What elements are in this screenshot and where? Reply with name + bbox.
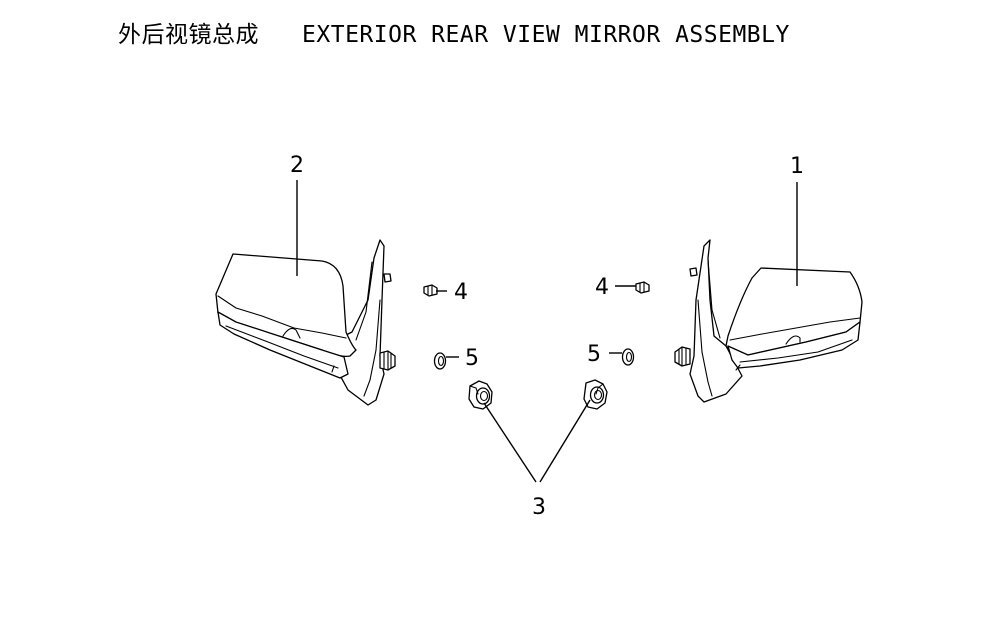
washer-left[interactable] [433, 352, 447, 370]
clip-right[interactable] [635, 281, 650, 294]
nut-left[interactable] [468, 380, 493, 410]
page-title: 外后视镜总成 EXTERIOR REAR VIEW MIRROR ASSEMBL… [118, 22, 790, 48]
callout-5-right: 5 [587, 342, 601, 367]
callout-3: 3 [532, 495, 546, 520]
washer-right[interactable] [621, 348, 635, 366]
callout-4-right: 4 [595, 275, 609, 300]
left-mirror-assembly[interactable] [215, 239, 396, 406]
callout-2: 2 [290, 153, 304, 178]
callout-4-left: 4 [454, 280, 468, 305]
callout-5-left: 5 [465, 346, 479, 371]
right-mirror-assembly[interactable] [674, 239, 863, 403]
callout-1: 1 [790, 154, 804, 179]
leader-lines [296, 180, 798, 483]
clip-left[interactable] [423, 284, 438, 297]
